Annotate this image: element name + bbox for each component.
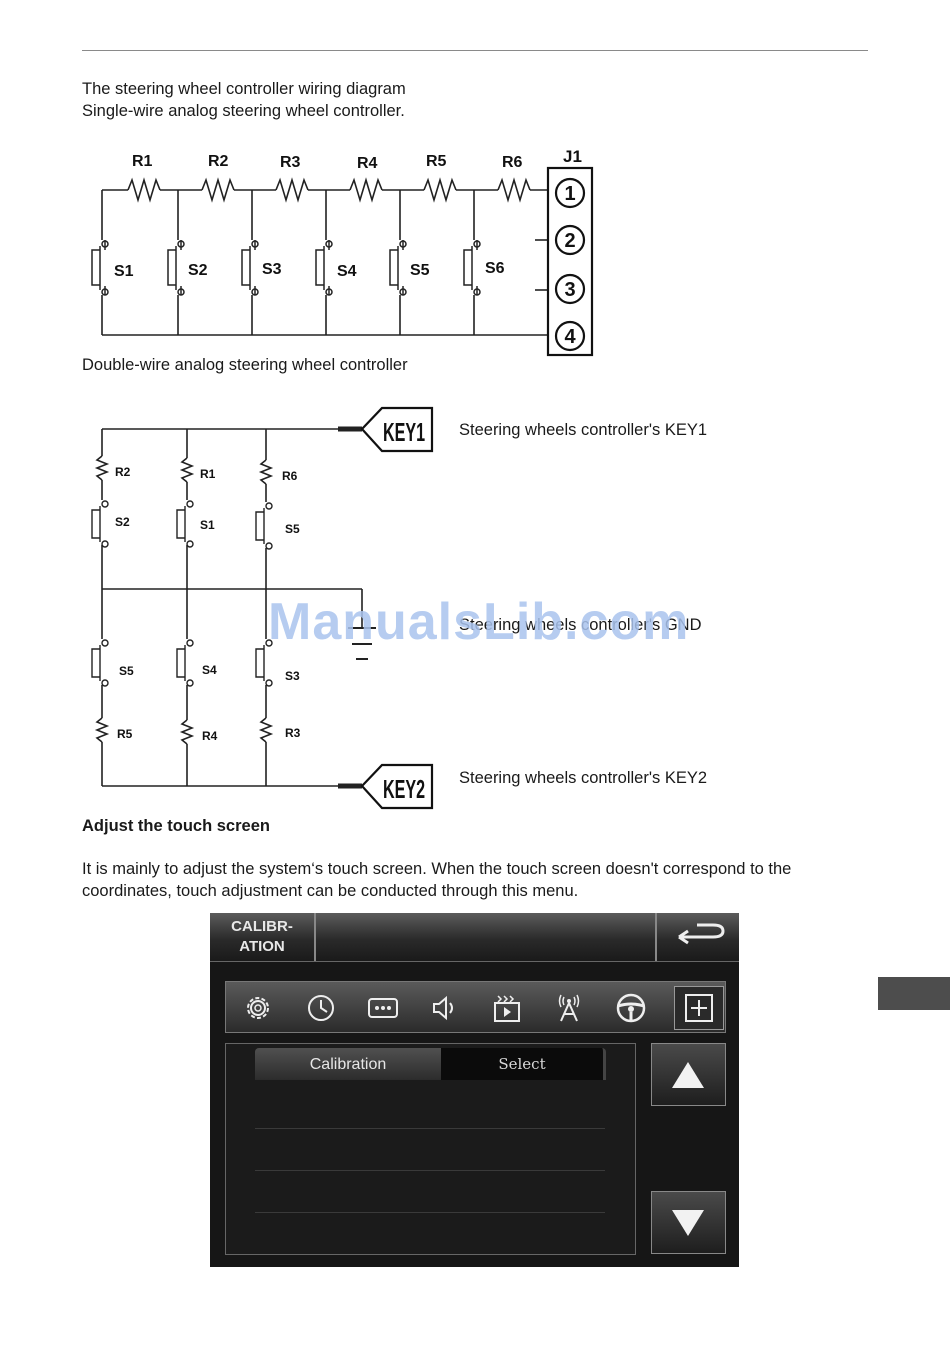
dw-switch-label: S2 (115, 515, 130, 529)
pin-label: 1 (564, 183, 575, 205)
key2-tag (360, 763, 434, 810)
sw-resistor-label: R6 (502, 154, 523, 171)
steering-wheel-icon[interactable] (613, 990, 649, 1026)
calibration-list: Calibration Select (225, 1043, 636, 1255)
add-button[interactable] (674, 986, 724, 1030)
scroll-down-button[interactable] (651, 1191, 726, 1254)
scroll-up-button[interactable] (651, 1043, 726, 1106)
connector-label: J1 (563, 147, 582, 166)
sw-resistor-label: R1 (132, 153, 153, 170)
double-wire-diagram: KEY1 KEY2 R2 R1 R6 S2 S1 S5 S5 S4 S3 R5 … (91, 406, 434, 810)
double-wire-heading: Double-wire analog steering wheel contro… (82, 356, 408, 374)
sw-resistor-label: R4 (357, 155, 378, 172)
dw-resistor-label: R2 (115, 465, 131, 479)
tab-select[interactable]: Select (441, 1048, 606, 1080)
dw-resistor-label: R1 (200, 467, 216, 481)
chapter-side-tab (878, 977, 950, 1010)
speaker-icon[interactable] (427, 990, 463, 1026)
dw-resistor-label: R3 (285, 726, 301, 740)
key1-description: Steering wheels controller's KEY1 (459, 421, 708, 439)
connector-block (546, 166, 594, 357)
pin-label: 3 (564, 279, 575, 301)
dw-switch-label: S4 (202, 663, 217, 677)
list-divider (255, 1170, 605, 1171)
screen-title: CALIBR- ATION (210, 913, 316, 961)
sw-switch-label: S6 (485, 260, 505, 277)
gear-icon[interactable] (240, 990, 276, 1026)
tab-calibration[interactable]: Calibration (255, 1048, 441, 1080)
dw-switch-label: S5 (119, 664, 134, 678)
sw-switch-label: S4 (337, 263, 357, 280)
section-paragraph-line-2: coordinates, touch adjustment can be con… (82, 882, 579, 900)
settings-icon-bar (225, 981, 726, 1033)
dw-switch-label: S1 (200, 518, 215, 532)
dw-switch-label: S5 (285, 522, 300, 536)
back-arrow-icon (678, 923, 725, 945)
plus-icon (685, 994, 713, 1022)
key1-tag-label: KEY1 (383, 417, 425, 447)
dw-resistor-label: R6 (282, 469, 298, 483)
list-header: Calibration Select (255, 1048, 606, 1082)
list-divider (255, 1212, 605, 1213)
gnd-description: Steering wheels controller's GND (459, 616, 702, 634)
calibration-screen: CALIBR- ATION (210, 913, 739, 1267)
triangle-down-icon (672, 1210, 704, 1236)
screen-header: CALIBR- ATION (210, 913, 739, 962)
media-icon[interactable] (489, 990, 525, 1026)
sw-switch-label: S5 (410, 262, 430, 279)
sw-switch-label: S1 (114, 263, 134, 280)
dw-resistor-label: R5 (117, 727, 133, 741)
triangle-up-icon (672, 1062, 704, 1088)
sw-switch-label: S3 (262, 261, 282, 278)
single-wire-diagram: R1 R2 R3 R4 R5 R6 S1 S2 S3 S4 S5 S6 J1 1… (91, 147, 594, 357)
top-rule (82, 50, 868, 51)
key1-tag (360, 406, 434, 453)
intro-line-1: The steering wheel controller wiring dia… (82, 80, 406, 98)
watermark: ManualsLib.com (268, 593, 690, 651)
sw-resistor-label: R3 (280, 154, 301, 171)
sw-resistor-label: R2 (208, 153, 229, 170)
pin-label: 4 (564, 326, 576, 348)
section-title: Adjust the touch screen (82, 817, 270, 835)
clock-icon[interactable] (303, 990, 339, 1026)
screen-title-line-1: CALIBR- (231, 918, 293, 935)
pin-label: 2 (564, 230, 575, 252)
sw-resistor-label: R5 (426, 153, 447, 170)
antenna-icon[interactable] (551, 990, 587, 1026)
dw-resistor-label: R4 (202, 729, 218, 743)
key2-description: Steering wheels controller's KEY2 (459, 769, 708, 787)
section-paragraph-line-1: It is mainly to adjust the system‘s touc… (82, 860, 792, 878)
sw-switch-label: S2 (188, 262, 208, 279)
list-divider (255, 1128, 605, 1129)
back-button[interactable] (655, 913, 739, 961)
dw-switch-label: S3 (285, 669, 300, 683)
screen-title-line-2: ATION (239, 938, 285, 955)
intro-line-2: Single-wire analog steering wheel contro… (82, 102, 405, 120)
more-icon[interactable] (365, 990, 401, 1026)
key2-tag-label: KEY2 (383, 774, 425, 804)
